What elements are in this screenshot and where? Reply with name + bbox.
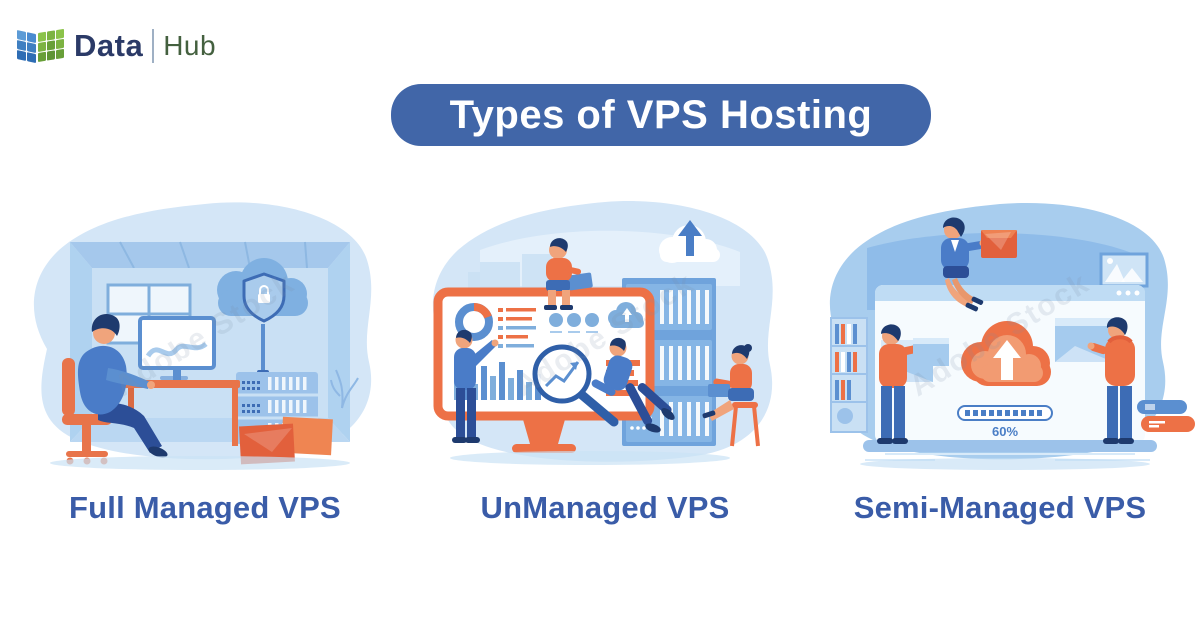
datahub-logo: Data Hub — [14, 22, 216, 70]
vps-types-row: Adobe Stock Full Managed VPS — [0, 190, 1200, 526]
ground-shadow — [860, 458, 1150, 470]
book-stack — [1137, 400, 1195, 432]
city-silhouette — [468, 254, 552, 288]
bookshelf — [830, 317, 868, 433]
title-banner: Types of VPS Hosting — [391, 84, 931, 146]
logo-divider — [152, 29, 155, 63]
person-sitting-on-monitor — [544, 238, 593, 310]
cloud-upload-icon — [659, 220, 720, 263]
woman-with-box — [941, 217, 1017, 312]
ground-shadow — [50, 456, 350, 470]
laptop-base — [863, 440, 1157, 452]
ground-shadow — [450, 451, 730, 465]
man-right — [1087, 317, 1135, 444]
logo-text-data: Data — [74, 28, 144, 63]
label-full-managed-vps: Full Managed VPS — [69, 490, 341, 525]
person-on-stool — [702, 344, 760, 447]
semi-managed-illustration: 60% — [805, 190, 1195, 480]
person-admin — [77, 313, 168, 458]
upload-progress-text: 60% — [992, 424, 1018, 439]
cube-grid-logo-icon — [17, 29, 64, 63]
page-title: Types of VPS Hosting — [449, 92, 873, 137]
card-semi-managed: 60% — [800, 190, 1200, 526]
mini-cloud-icon — [608, 302, 644, 328]
label-semi-managed-vps: Semi-Managed VPS — [853, 490, 1147, 525]
card-unmanaged: Adobe Stock UnManaged VPS — [410, 190, 800, 526]
man-left — [877, 324, 949, 444]
card-full-managed: Adobe Stock Full Managed VPS — [0, 190, 410, 526]
progress-bar — [957, 405, 1053, 421]
thumbnail-window-right — [1055, 318, 1113, 362]
label-unmanaged-vps: UnManaged VPS — [480, 490, 730, 525]
person-pointing — [452, 329, 499, 443]
magnifier-icon — [532, 344, 619, 427]
picture-frame — [1099, 252, 1149, 288]
monitor-with-chart — [138, 316, 216, 380]
upload-cloud-icon — [961, 321, 1051, 386]
cloud-shield-lock-icon — [217, 258, 308, 376]
person-with-magnifier — [591, 337, 675, 433]
unmanaged-illustration: Adobe Stock — [410, 190, 800, 480]
orange-folders — [239, 416, 333, 465]
full-managed-illustration: Adobe Stock — [10, 190, 400, 480]
logo-text-hub: Hub — [163, 30, 217, 61]
plant — [330, 369, 359, 409]
